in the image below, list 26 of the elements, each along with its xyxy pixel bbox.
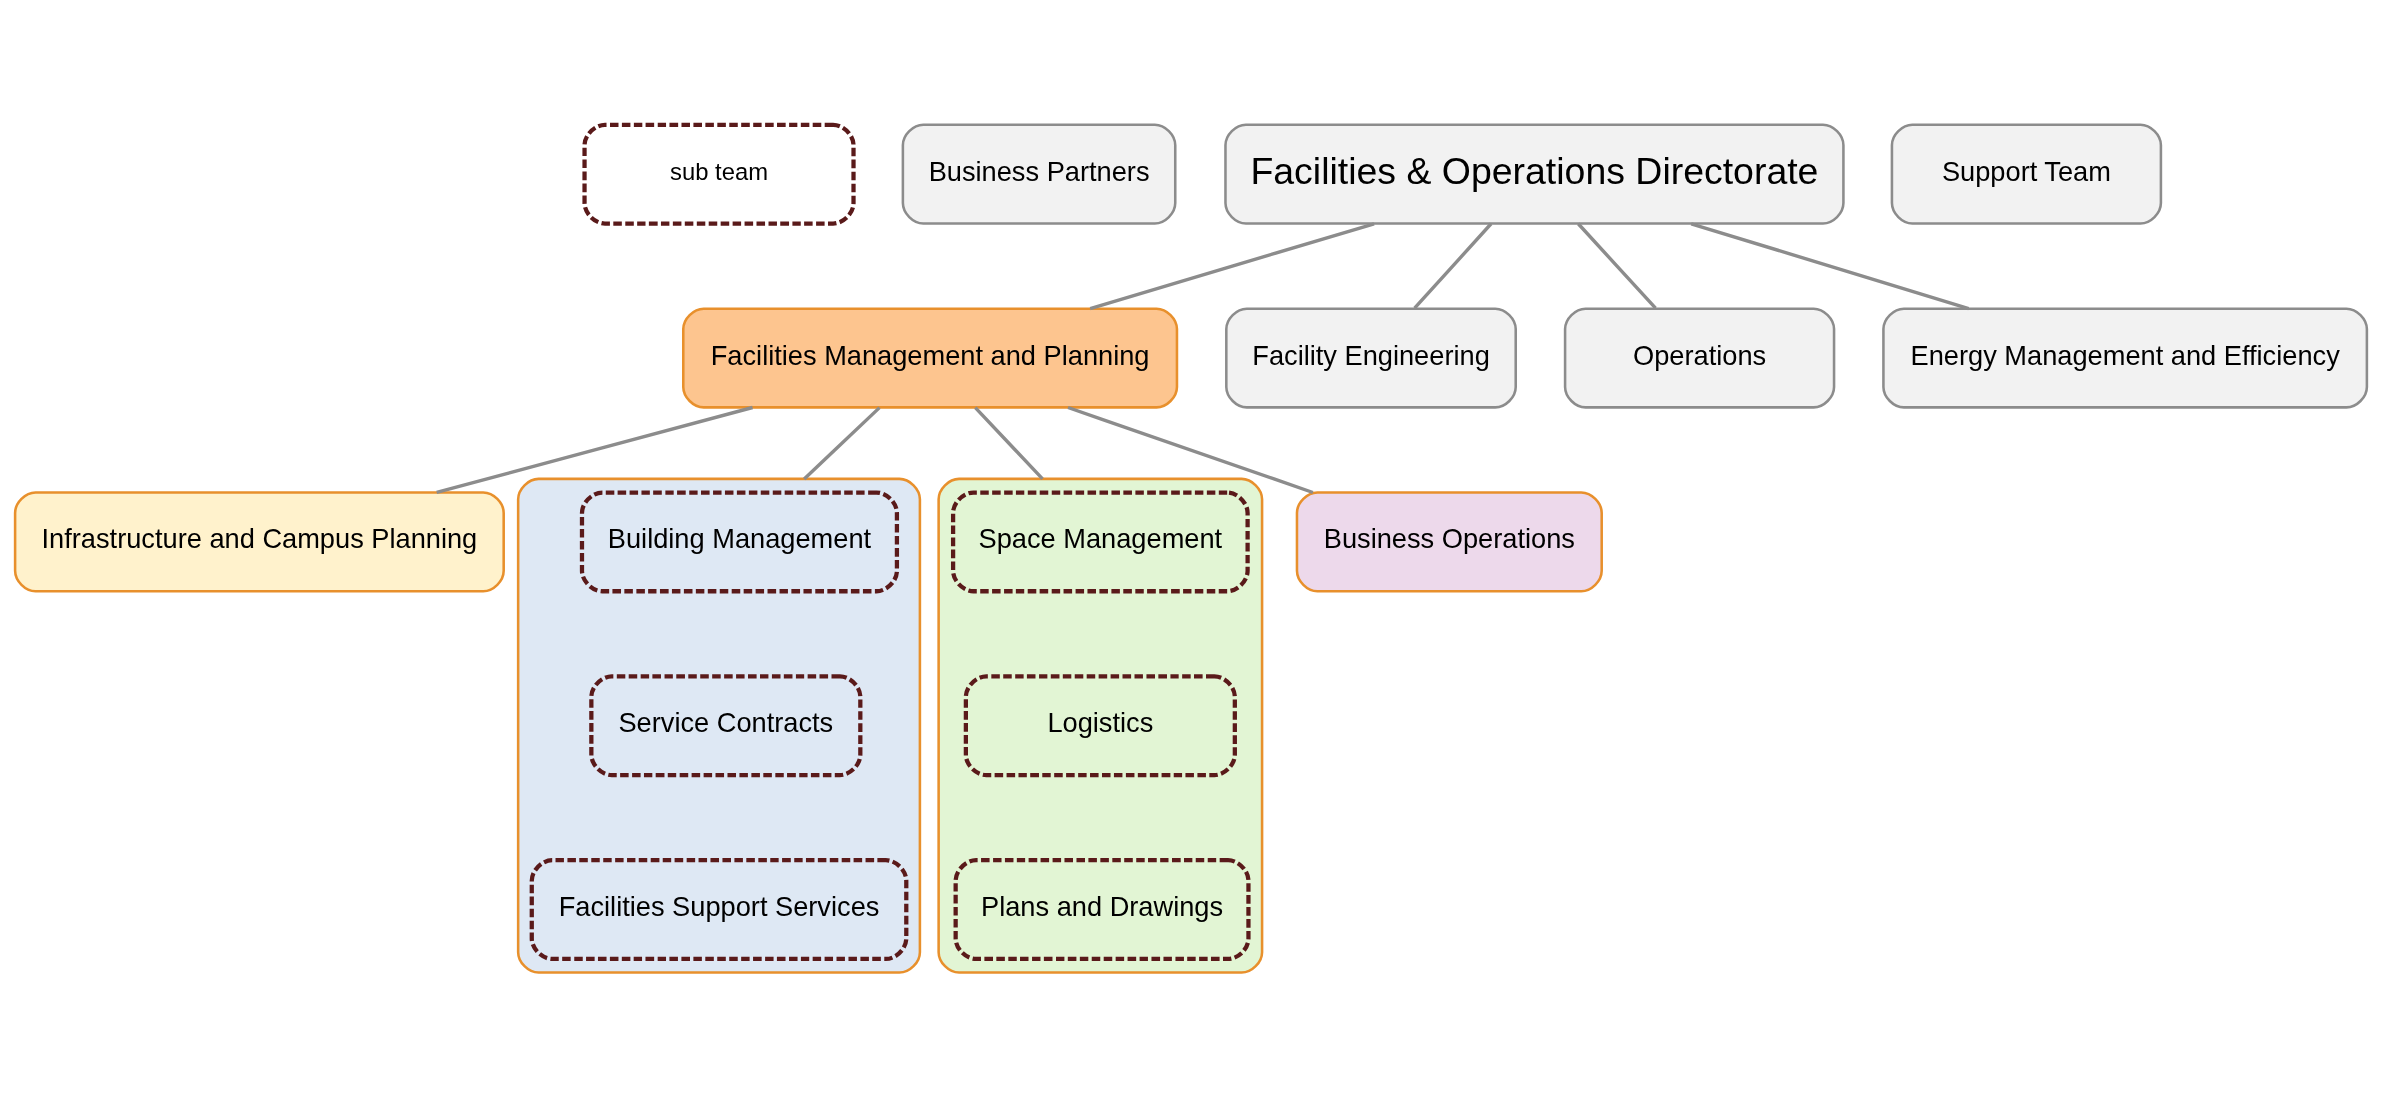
- node-box: Building Management: [579, 489, 900, 593]
- node-box: Space Management: [950, 489, 1250, 593]
- node-box: Facilities Support Services: [529, 857, 909, 961]
- cluster: [516, 477, 922, 974]
- connector: [1577, 222, 1657, 309]
- node-box: Plans and Drawings: [953, 857, 1251, 961]
- node-box: Infrastructure and Campus Planning: [13, 490, 505, 593]
- node-box: Energy Management and Efficiency: [1882, 306, 2369, 409]
- node-box: Facilities Management and Planning: [682, 306, 1179, 409]
- node-box: Operations: [1563, 306, 1836, 409]
- node-box: Business Partners: [901, 123, 1177, 225]
- connector: [436, 405, 754, 494]
- node-box: Facilities & Operations Directorate: [1224, 123, 1845, 225]
- legend-label: sub team: [670, 157, 769, 185]
- connector: [974, 405, 1044, 480]
- node-box: Support Team: [1890, 123, 2163, 225]
- node-box: Facility Engineering: [1225, 306, 1517, 409]
- connector: [1089, 221, 1375, 310]
- node-box: Logistics: [963, 673, 1237, 777]
- connector: [1413, 222, 1493, 309]
- connector: [1690, 221, 1970, 310]
- node-box: Service Contracts: [589, 673, 863, 777]
- node-box: Business Operations: [1295, 490, 1603, 593]
- cluster: [937, 477, 1264, 974]
- connector: [803, 405, 881, 480]
- connector: [1067, 405, 1314, 494]
